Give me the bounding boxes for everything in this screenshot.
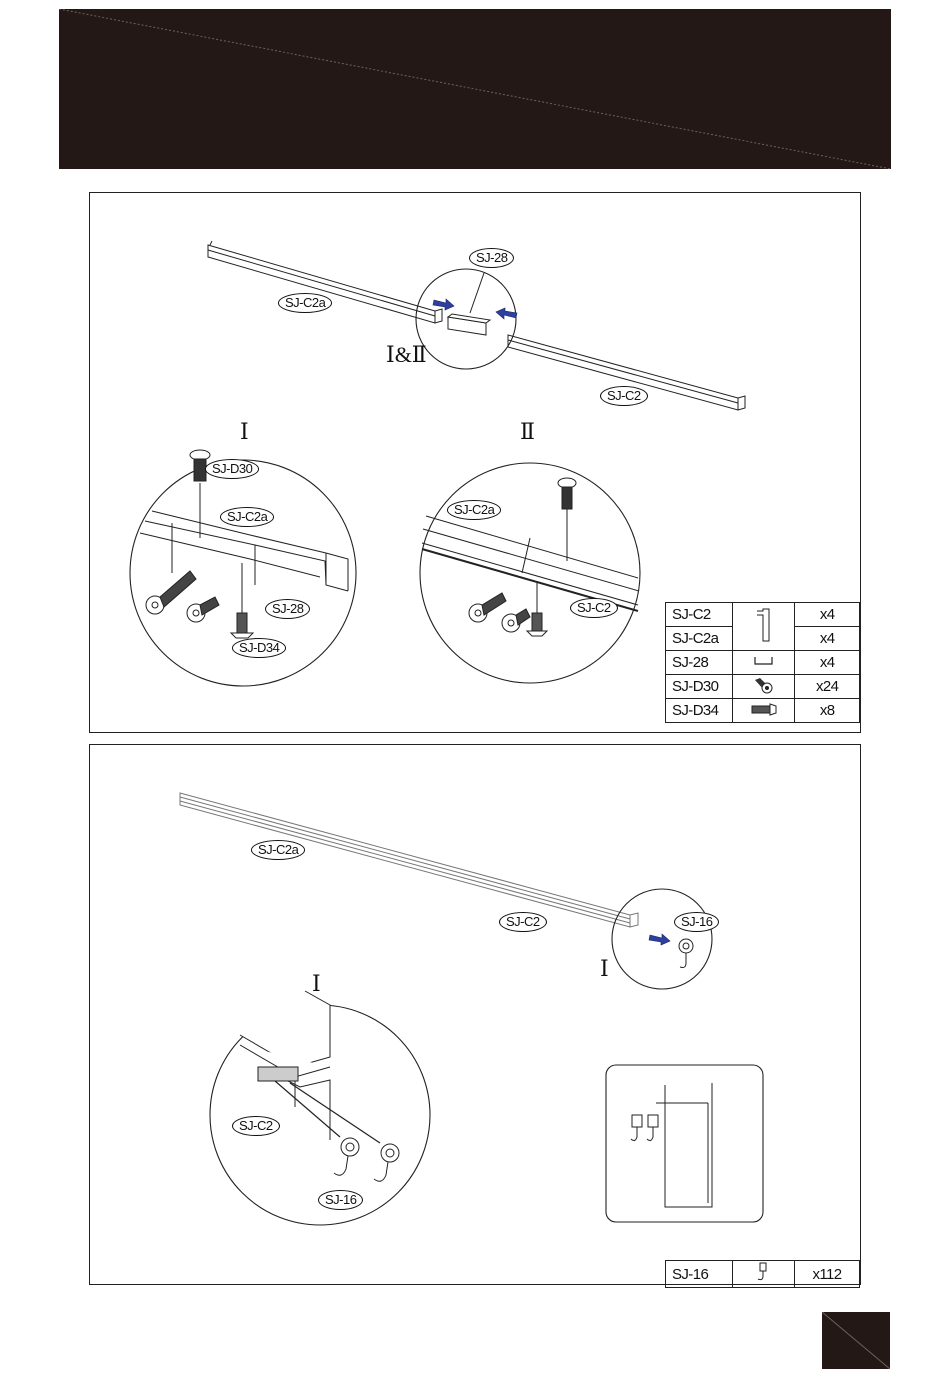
- parts-table-panel-1: SJ-C2 x4 SJ-C2a x4 SJ-28 x4 SJ-D30 x24 S…: [665, 602, 860, 723]
- part-qty: x112: [794, 1261, 859, 1288]
- installed-view-box: [606, 1065, 763, 1222]
- label-detail-rail-sj-c2: SJ-C2: [232, 1116, 280, 1136]
- parts-row: SJ-D30 x24: [666, 675, 860, 699]
- label-detail-1-heading: Ⅰ: [240, 421, 249, 443]
- label-rail-sj-c2: SJ-C2: [499, 912, 547, 932]
- insert-arrow-left: [433, 299, 454, 310]
- label-detail-marker: Ⅰ: [600, 958, 609, 980]
- connector-sj-28: [448, 314, 490, 335]
- parts-table-panel-2: SJ-16 x112: [665, 1260, 860, 1288]
- rail-sj-c2a-top: [208, 241, 442, 323]
- parts-row: SJ-D34 x8: [666, 699, 860, 723]
- label-detail-2-heading: Ⅱ: [520, 421, 535, 443]
- parts-row: SJ-C2 x4: [666, 603, 860, 627]
- part-code: SJ-28: [666, 651, 733, 675]
- part-qty: x4: [795, 627, 860, 651]
- label-detail-heading: Ⅰ: [312, 973, 321, 995]
- label-d2-rail-sj-c2a: SJ-C2a: [447, 500, 501, 520]
- label-rail-sj-c2a: SJ-C2a: [278, 293, 332, 313]
- part-code: SJ-C2a: [666, 627, 733, 651]
- detail-1-screws: [146, 571, 219, 622]
- assembly-step-panel-2: SJ-C2a SJ-C2 SJ-16 Ⅰ Ⅰ SJ-C2 SJ-16 SJ-16…: [89, 744, 861, 1285]
- insert-arrow-right: [496, 308, 517, 319]
- parts-row: SJ-28 x4: [666, 651, 860, 675]
- rail-profile-icon: [732, 603, 795, 651]
- hook-arrow: [649, 934, 670, 945]
- installed-view: [631, 1083, 712, 1207]
- hook-icon: [732, 1261, 794, 1288]
- detail-hooks-sj-16: [334, 1138, 399, 1181]
- label-detail-group: Ⅰ&Ⅱ: [386, 344, 427, 366]
- label-d2-rail-sj-c2: SJ-C2: [570, 598, 618, 618]
- part-code: SJ-D30: [666, 675, 733, 699]
- hook-sj-16-small: [679, 939, 693, 968]
- label-rail-sj-c2a: SJ-C2a: [251, 840, 305, 860]
- part-qty: x8: [795, 699, 860, 723]
- part-qty: x24: [795, 675, 860, 699]
- label-d1-bolt-sj-d34: SJ-D34: [232, 638, 286, 658]
- bolt-icon: [732, 699, 795, 723]
- part-code: SJ-D34: [666, 699, 733, 723]
- header-diagonal: [59, 9, 891, 169]
- header-band: [59, 9, 891, 169]
- part-code: SJ-16: [666, 1261, 733, 1288]
- detail-circle-2: [420, 463, 640, 683]
- detail-1-bolt-sj-d34: [231, 613, 253, 638]
- label-rail-sj-c2: SJ-C2: [600, 386, 648, 406]
- part-qty: x4: [795, 651, 860, 675]
- screw-icon: [732, 675, 795, 699]
- assembly-step-panel-1: SJ-C2a SJ-28 SJ-C2 Ⅰ&Ⅱ Ⅰ Ⅱ SJ-D30 SJ-C2a…: [89, 192, 861, 733]
- part-code: SJ-C2: [666, 603, 733, 627]
- detail-2-bolt: [527, 583, 547, 636]
- detail-2-screws: [469, 593, 530, 632]
- rail-assembled: [180, 793, 638, 927]
- detail-2-screw: [558, 478, 576, 509]
- part-qty: x4: [795, 603, 860, 627]
- panel-2-illustration: [90, 745, 862, 1286]
- connector-bracket-icon: [732, 651, 795, 675]
- label-d1-screw-sj-d30: SJ-D30: [205, 459, 259, 479]
- label-d1-rail-sj-c2a: SJ-C2a: [220, 507, 274, 527]
- parts-row: SJ-16 x112: [666, 1261, 860, 1288]
- page-corner-tab: [822, 1312, 890, 1369]
- detail-2-rail: [422, 516, 639, 611]
